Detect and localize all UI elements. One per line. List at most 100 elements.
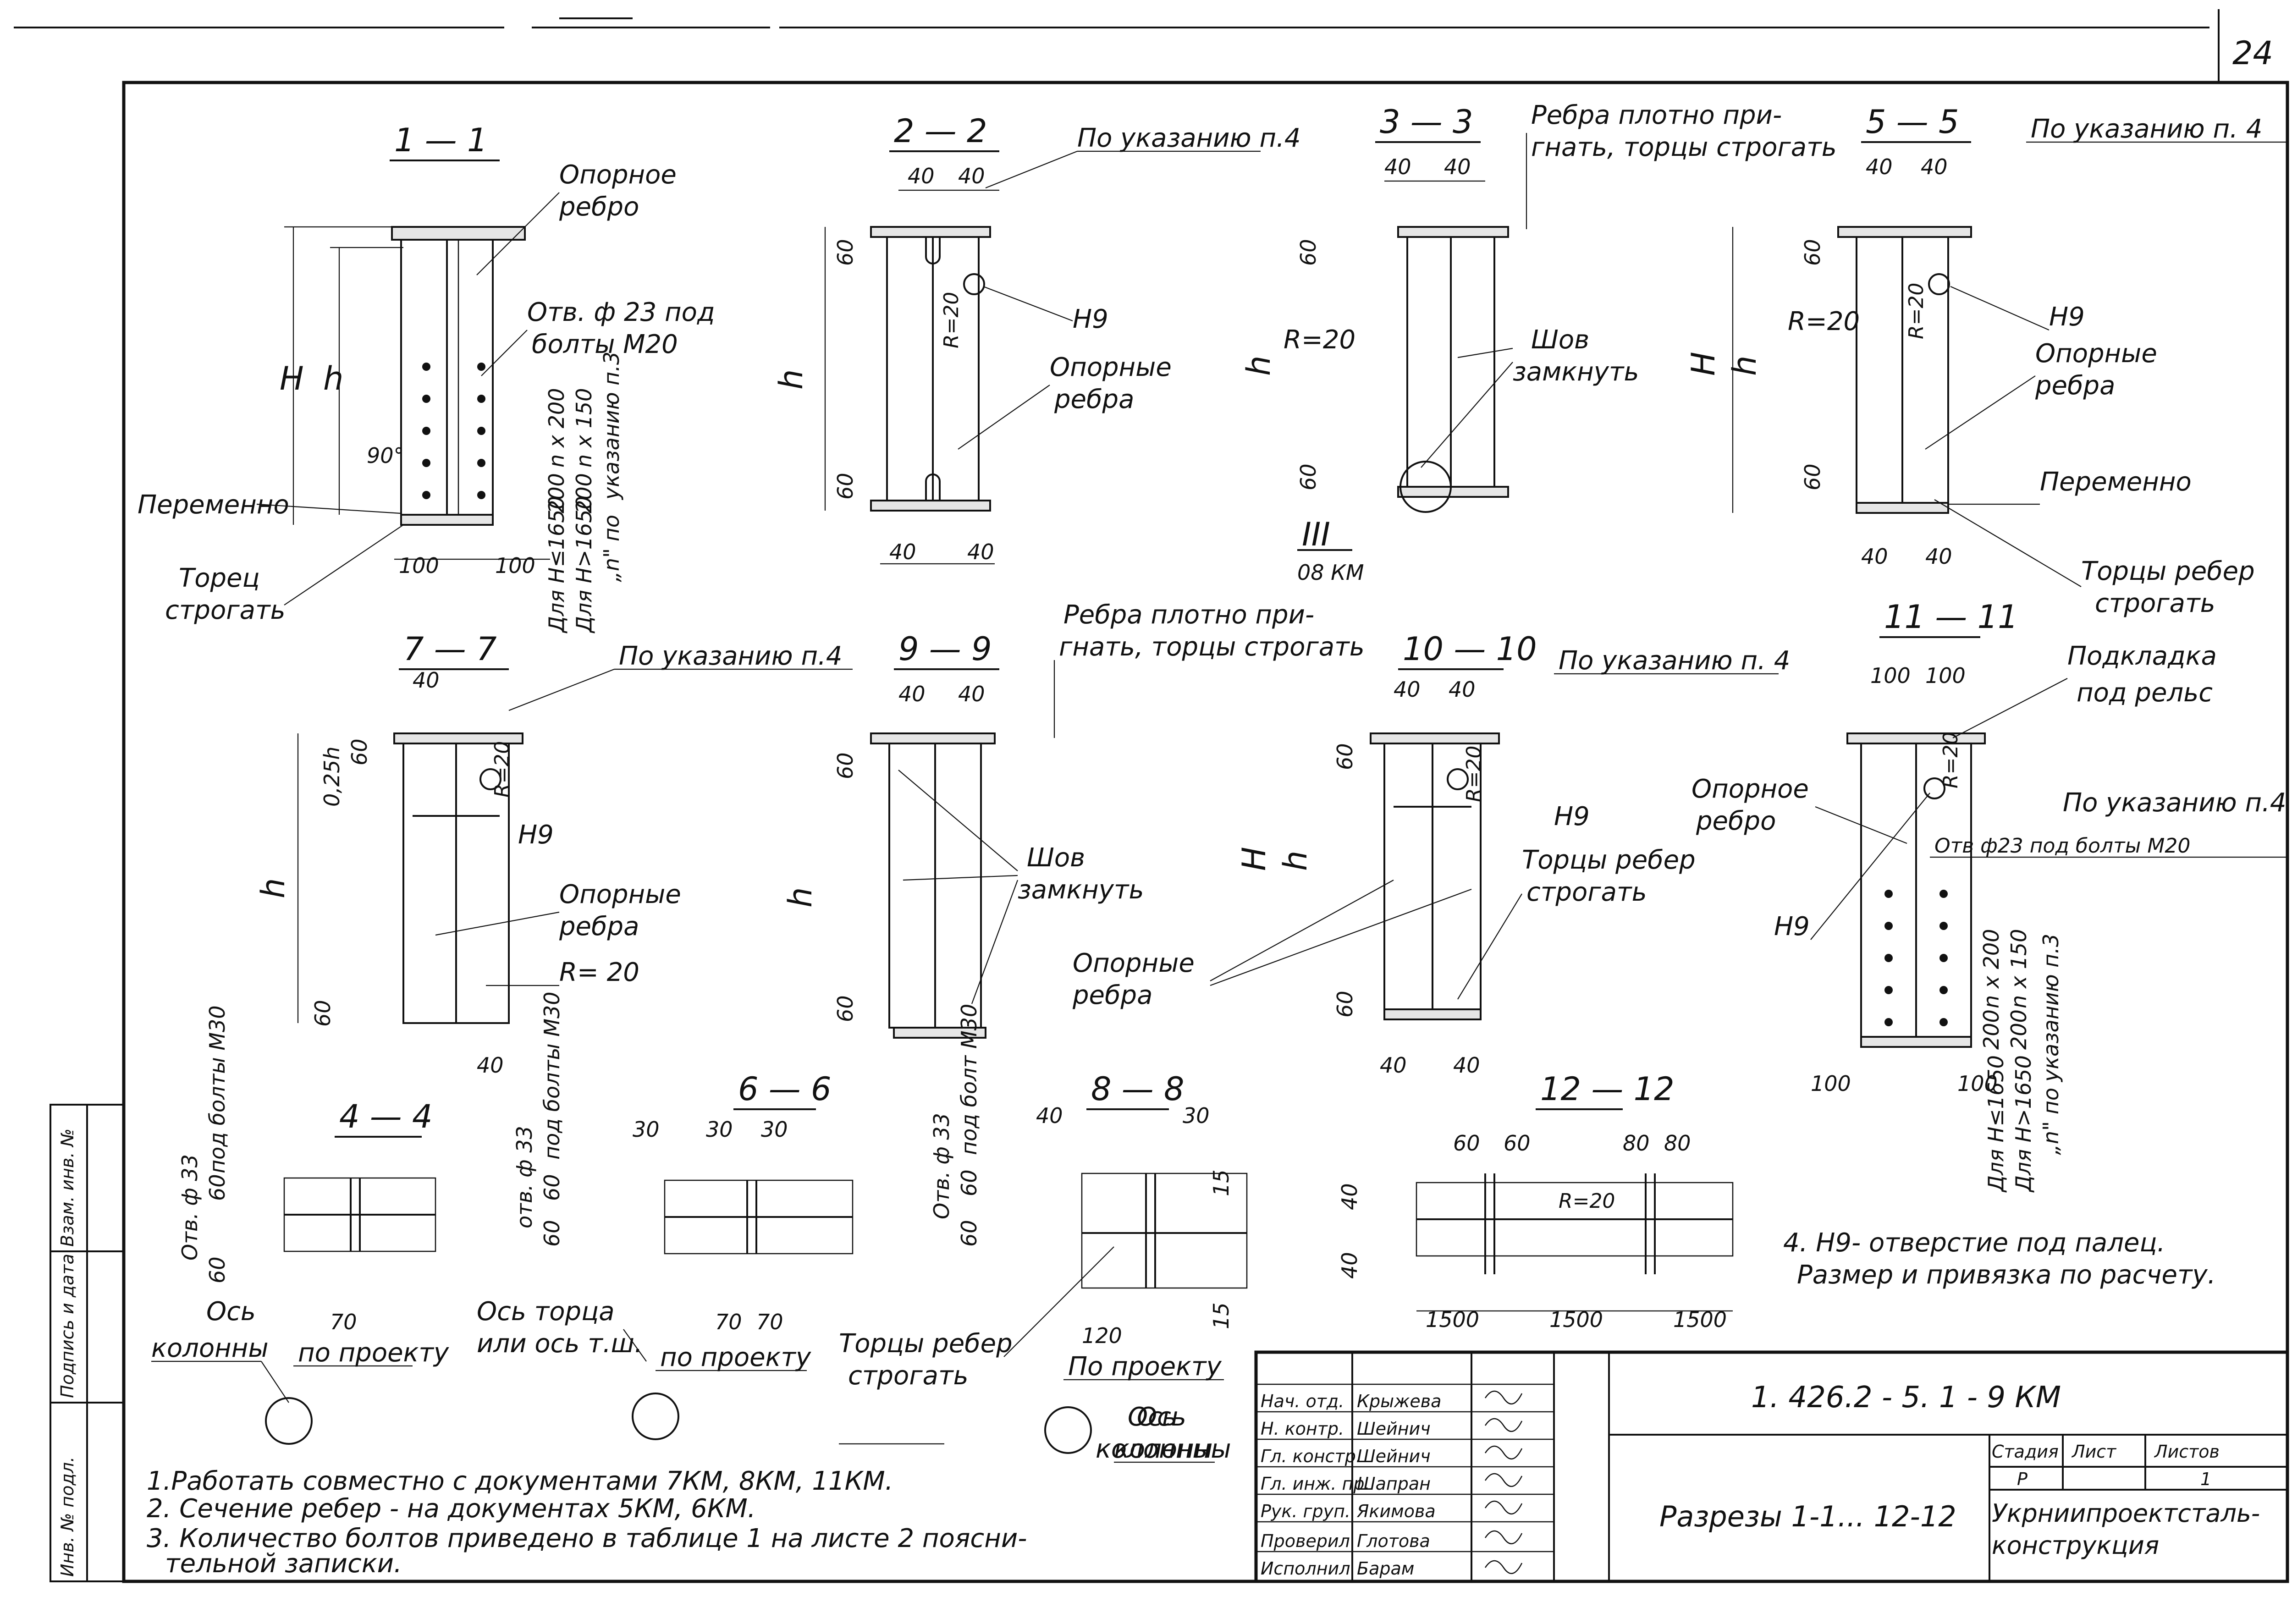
svg-text:1500: 1500 — [1673, 1307, 1727, 1332]
svg-text:Проверил: Проверил — [1261, 1531, 1350, 1551]
svg-text:h: h — [1277, 851, 1314, 871]
svg-text:Р: Р — [2017, 1469, 2028, 1489]
svg-text:Ось: Ось — [1137, 1402, 1186, 1432]
svg-text:30: 30 — [633, 1117, 660, 1142]
svg-text:R=20: R=20 — [1462, 746, 1486, 802]
svg-text:60: 60 — [1453, 1131, 1480, 1156]
svg-text:40: 40 — [1449, 677, 1476, 702]
svg-text:R= 20: R= 20 — [559, 958, 639, 987]
svg-text:По проекту: По проекту — [1068, 1352, 1222, 1382]
svg-text:ребра: ребра — [559, 912, 639, 941]
svg-text:Н: Н — [280, 360, 304, 397]
svg-text:40: 40 — [898, 682, 926, 706]
svg-text:Исполнил: Исполнил — [1261, 1558, 1350, 1579]
svg-text:40: 40 — [1036, 1103, 1063, 1128]
bolt-holes — [1884, 890, 1948, 1026]
svg-text:Шов: Шов — [1531, 325, 1589, 355]
note-4-line-1: 4. Н9- отверстие под палец. — [1783, 1228, 2165, 1258]
svg-text:40: 40 — [1925, 544, 1952, 569]
svg-text:Отв. ф 23 под: Отв. ф 23 под — [527, 297, 715, 327]
section-4-4: 4 — 4 Отв. ф 33 60 под болты М30 60 Ось … — [151, 1005, 449, 1445]
svg-text:120: 120 — [1082, 1323, 1122, 1348]
section-title: 1 — 1 — [394, 121, 488, 159]
svg-text:строгать: строгать — [2095, 589, 2215, 618]
svg-text:Шейнич: Шейнич — [1357, 1446, 1431, 1466]
svg-text:Торцы ребер: Торцы ребер — [1522, 845, 1696, 875]
svg-text:40: 40 — [958, 682, 985, 706]
svg-text:Ось торца: Ось торца — [477, 1297, 615, 1327]
svg-text:По указанию п.4: По указанию п.4 — [1077, 123, 1301, 153]
svg-text:40: 40 — [1384, 154, 1411, 179]
svg-text:гнать, торцы строгать: гнать, торцы строгать — [1059, 632, 1365, 662]
svg-text:R=20: R=20 — [1905, 283, 1928, 339]
svg-text:n x 150: n x 150 — [2006, 929, 2031, 1008]
section-5-5: 5 — 5 По указанию п. 4 40 40 R=20 R=20 Н… — [1685, 103, 2287, 618]
note-1: 1.Работать совместно с документами 7КМ, … — [147, 1466, 893, 1496]
svg-text:Торец: Торец — [179, 563, 260, 593]
svg-text:Якимова: Якимова — [1356, 1501, 1436, 1521]
svg-text:указанию п.3: указанию п.3 — [599, 352, 624, 501]
svg-text:3 — 3: 3 — 3 — [1380, 103, 1473, 141]
svg-text:60: 60 — [1296, 463, 1321, 490]
svg-text:колонны: колонны — [1114, 1434, 1231, 1464]
svg-text:6 — 6: 6 — 6 — [738, 1070, 832, 1108]
svg-text:колонны: колонны — [1096, 1434, 1213, 1464]
svg-text:Ось: Ось — [206, 1297, 256, 1327]
svg-text:30: 30 — [1183, 1103, 1210, 1128]
svg-text:80: 80 — [1623, 1131, 1650, 1156]
svg-text:200: 200 — [572, 473, 596, 513]
svg-text:1500: 1500 — [1426, 1307, 1479, 1332]
svg-text:200: 200 — [2006, 1009, 2031, 1050]
svg-text:4 — 4: 4 — 4 — [339, 1098, 433, 1135]
org-line-2: конструкция — [1992, 1531, 2159, 1560]
svg-text:h: h — [1726, 356, 1763, 376]
svg-text:n x 200: n x 200 — [1979, 929, 2004, 1008]
svg-text:По указанию п.4: По указанию п.4 — [2063, 788, 2286, 818]
svg-text:15: 15 — [1209, 1169, 1234, 1196]
svg-text:Для Н>1650: Для Н>1650 — [572, 496, 596, 633]
svg-text:12 — 12: 12 — 12 — [1540, 1070, 1675, 1108]
section-12-12: 12 — 12 60 60 80 80 40 40 R=20 1500 1500… — [1337, 1070, 1734, 1332]
svg-text:40: 40 — [967, 539, 994, 564]
svg-text:60: 60 — [957, 1169, 981, 1196]
svg-text:Н9: Н9 — [1073, 304, 1108, 334]
svg-text:40: 40 — [1866, 154, 1893, 179]
svg-text:колонны: колонны — [151, 1333, 269, 1363]
svg-text:указанию п.3: указанию п.3 — [2039, 934, 2063, 1083]
svg-text:Отв. ф 33: Отв. ф 33 — [929, 1113, 954, 1219]
svg-text:40: 40 — [1444, 154, 1471, 179]
svg-text:Отв ф23 под болты М20: Отв ф23 под болты М20 — [1934, 834, 2190, 858]
svg-text:100: 100 — [1925, 663, 1966, 688]
svg-text:80: 80 — [1664, 1131, 1691, 1156]
svg-text:Опорное: Опорное — [559, 160, 677, 190]
svg-text:40: 40 — [1337, 1183, 1362, 1210]
stamp-inv-label: Инв. № подл. — [57, 1457, 77, 1577]
svg-text:Опорные: Опорные — [1073, 948, 1195, 978]
svg-text:Н9: Н9 — [1774, 912, 1810, 941]
org-line-1: Укрниипроектсталь- — [1992, 1499, 2260, 1528]
svg-text:1: 1 — [2200, 1469, 2211, 1489]
svg-text:h: h — [772, 369, 810, 390]
svg-text:Ось: Ось — [1128, 1402, 1177, 1432]
svg-text:ребро: ребро — [1696, 806, 1776, 836]
svg-text:Опорные: Опорные — [559, 880, 681, 909]
section-2-2: 2 — 2 По указанию п.4 40 40 60 60 h Н9 R… — [772, 112, 1301, 565]
svg-text:строгать: строгать — [848, 1361, 969, 1391]
svg-text:Глотова: Глотова — [1357, 1531, 1430, 1551]
svg-text:под болты М30: под болты М30 — [205, 1005, 230, 1173]
svg-text:11 — 11: 11 — 11 — [1884, 598, 2018, 636]
svg-text:Листов: Листов — [2154, 1442, 2220, 1462]
svg-text:70: 70 — [330, 1310, 357, 1334]
svg-text:Торцы ребер: Торцы ребер — [2081, 556, 2255, 586]
section-1-1: 1 — 1 Н h Опорное ребро Отв. ф 23 под бо… — [138, 121, 715, 633]
svg-text:болты М20: болты М20 — [532, 330, 678, 359]
svg-text:40: 40 — [908, 164, 935, 188]
svg-text:Шапран: Шапран — [1357, 1474, 1431, 1494]
svg-text:Для Н≤1650: Для Н≤1650 — [1983, 1055, 2008, 1193]
svg-text:60: 60 — [540, 1174, 564, 1201]
svg-text:„n" по: „n" по — [2039, 1088, 2063, 1155]
note-3: 3. Количество болтов приведено в таблице… — [147, 1524, 1027, 1553]
svg-text:60: 60 — [310, 1000, 335, 1027]
note-4-line-2: Размер и привязка по расчету. — [1797, 1260, 2216, 1290]
